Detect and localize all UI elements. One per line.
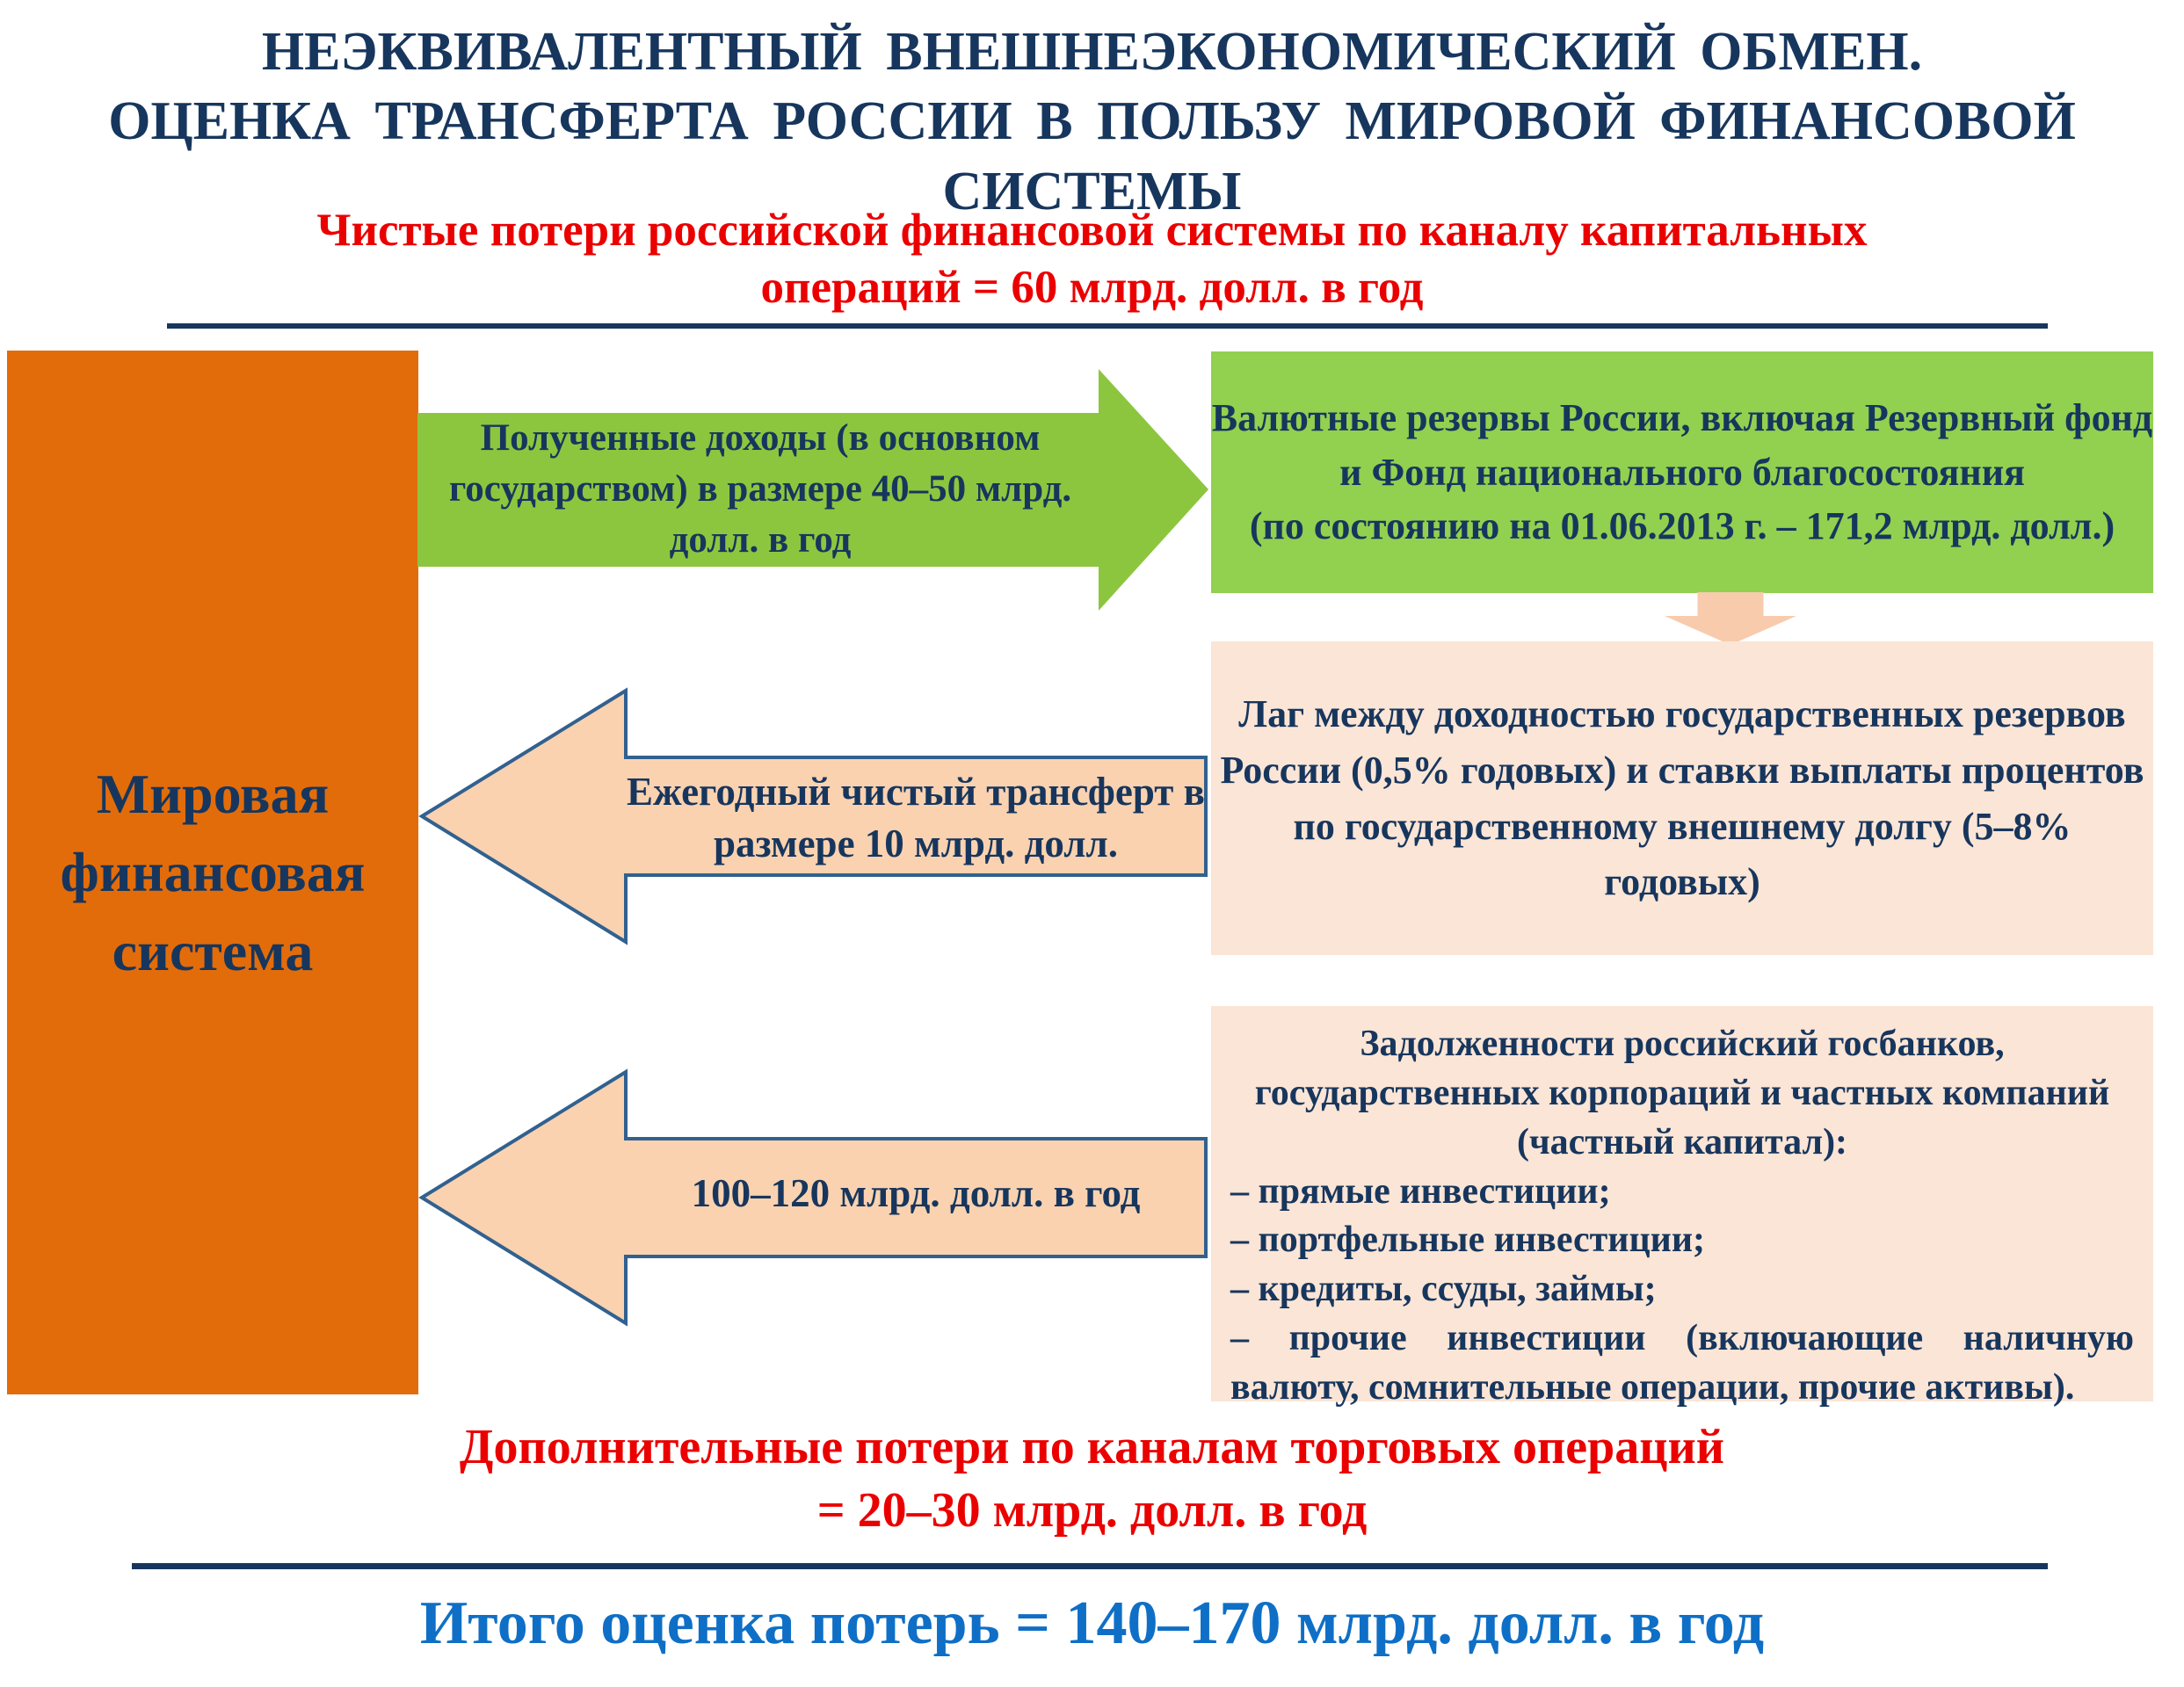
outflow-arrow-line-1: 100–120 млрд. долл. в год xyxy=(691,1170,1141,1215)
lag-box-line-1: Лаг между доходностью государственных ре… xyxy=(1238,691,2126,735)
transfer-left-arrow-icon xyxy=(418,687,1208,945)
page-title: НЕЭКВИВАЛЕНТНЫЙ ВНЕШНЕЭКОНОМИЧЕСКИЙ ОБМЕ… xyxy=(0,18,2184,227)
reserves-box-line-1: Валютные резервы России, включая Резервн… xyxy=(1211,396,2153,440)
title-line-2: ОЦЕНКА ТРАНСФЕРТА РОССИИ В ПОЛЬЗУ МИРОВО… xyxy=(108,91,2076,221)
income-arrow-line-3: долл. в год xyxy=(669,519,852,561)
debt-box-heading-3: (частный капитал): xyxy=(1516,1121,1848,1162)
capital-losses-caption: Чистые потери российской финансовой сист… xyxy=(0,202,2184,315)
reserves-box-line-3: (по состоянию на 01.06.2013 г. – 171,2 м… xyxy=(1249,504,2115,548)
transfer-arrow-line-2: размере 10 млрд. долл. xyxy=(713,821,1119,865)
world-financial-system-box: Мировая финансовая система xyxy=(7,351,418,1394)
world-financial-system-label: Мировая финансовая система xyxy=(61,755,366,991)
transfer-arrow-line-1: Ежегодный чистый трансферт в xyxy=(627,770,1205,814)
outflow-arrow-label: 100–120 млрд. долл. в год xyxy=(626,1132,1206,1255)
trade-losses-caption-line-2: = 20–30 млрд. долл. в год xyxy=(816,1482,1368,1538)
income-arrow-line-1: Полученные доходы (в основном xyxy=(480,416,1041,459)
down-arrow-icon xyxy=(1665,592,1796,645)
bottom-divider xyxy=(132,1563,2048,1569)
capital-losses-caption-line-1: Чистые потери российской финансовой сист… xyxy=(316,205,1868,256)
capital-losses-caption-line-2: операций = 60 млрд. долл. в год xyxy=(760,261,1424,313)
total-losses-line: Итого оценка потерь = 140–170 млрд. долл… xyxy=(419,1589,1765,1657)
debt-box-item-1: – прямые инвестиции; xyxy=(1230,1170,1611,1212)
lag-box-line-3: по государственному внешнему долгу (5–8%… xyxy=(1293,804,2072,904)
income-arrow-line-2: государством) в размере 40–50 млрд. xyxy=(448,467,1072,510)
debt-box-item-2: – портфельные инвестиции; xyxy=(1230,1220,1706,1261)
debt-box-item-4: – прочие инвестиции (включающие наличную… xyxy=(1230,1318,2134,1408)
reserves-box-line-2: и Фонд национального благосостояния xyxy=(1339,450,2025,494)
debt-box-heading-2: государственных корпораций и частных ком… xyxy=(1254,1072,2110,1113)
world-label-line-2: финансовая xyxy=(60,841,366,904)
trade-losses-caption: Дополнительные потери по каналам торговы… xyxy=(0,1416,2184,1542)
transfer-arrow-label: Ежегодный чистый трансферт в размере 10 … xyxy=(626,754,1206,881)
trade-losses-caption-line-1: Дополнительные потери по каналам торговы… xyxy=(459,1420,1725,1474)
debt-obligations-box: Задолженности российский госбанков, госу… xyxy=(1211,1006,2153,1408)
outflow-left-arrow-icon xyxy=(418,1068,1208,1327)
debt-box-item-3: – кредиты, ссуды, займы; xyxy=(1230,1269,1657,1310)
income-arrow-label: Полученные доходы (в основном государств… xyxy=(426,406,1094,573)
world-label-line-1: Мировая xyxy=(96,762,330,825)
top-divider xyxy=(167,323,2048,329)
income-right-arrow-icon xyxy=(417,369,1208,611)
title-line-1: НЕЭКВИВАЛЕНТНЫЙ ВНЕШНЕЭКОНОМИЧЕСКИЙ ОБМЕ… xyxy=(261,22,1923,82)
debt-box-heading-1: Задолженности российский госбанков, xyxy=(1360,1024,2005,1064)
currency-reserves-box: Валютные резервы России, включая Резервн… xyxy=(1211,351,2153,593)
yield-lag-box: Лаг между доходностью государственных ре… xyxy=(1211,641,2153,955)
lag-box-line-2: России (0,5% годовых) и ставки выплаты п… xyxy=(1220,748,2144,792)
world-label-line-3: система xyxy=(112,919,314,982)
